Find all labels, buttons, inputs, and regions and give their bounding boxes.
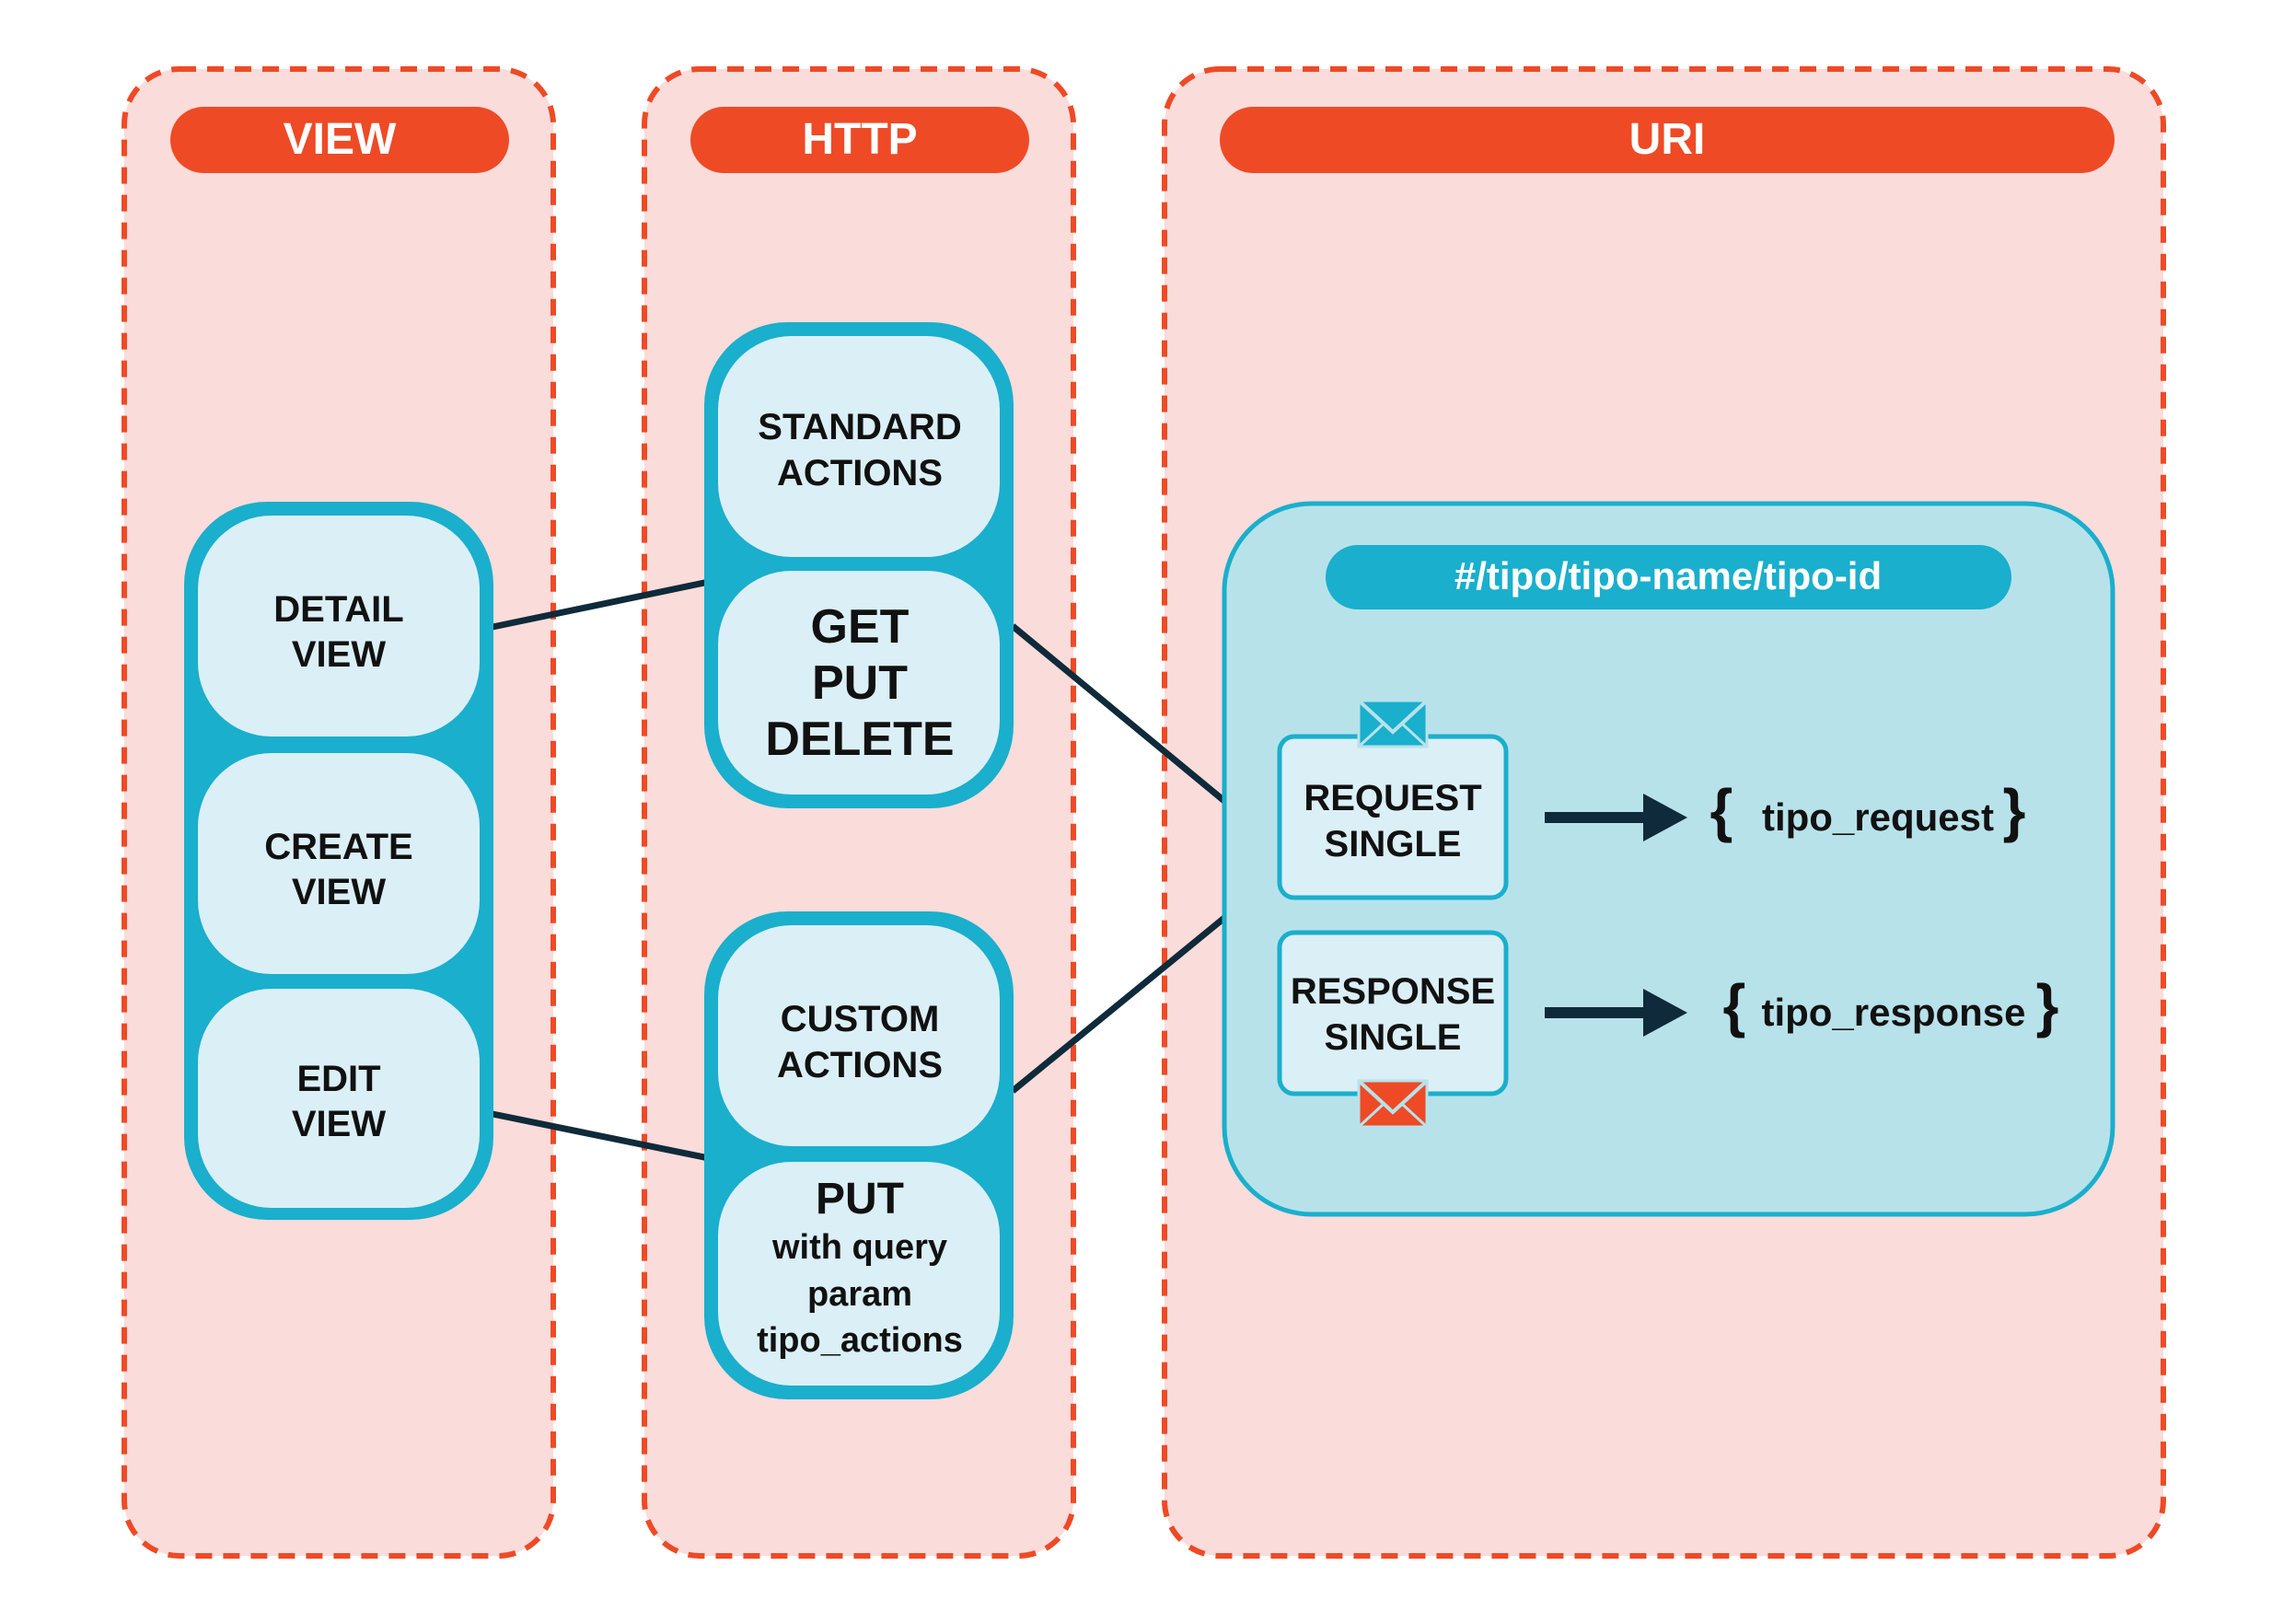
response-label-2: SINGLE — [1325, 1017, 1462, 1058]
tipo-request-label: tipo_request — [1762, 795, 1994, 839]
custom-method-put: PUT — [816, 1175, 904, 1224]
custom-method-cell[interactable] — [718, 1162, 1000, 1386]
connector-custom-to-uri — [1010, 915, 1227, 1094]
request-brace-open: { — [1710, 777, 1733, 843]
detail-view-cell[interactable] — [198, 516, 480, 737]
response-label-1: RESPONSE — [1291, 971, 1495, 1012]
connector-detail-to-standard — [492, 578, 710, 631]
view-header-pill — [170, 107, 509, 173]
create-view-cell[interactable] — [198, 753, 480, 974]
create-view-label-1: CREATE — [264, 827, 412, 867]
request-label-1: REQUEST — [1304, 778, 1481, 818]
uri-header-pill — [1220, 107, 2115, 173]
detail-view-label-2: VIEW — [292, 634, 386, 675]
response-envelope-icon — [1357, 1079, 1429, 1129]
request-envelope-icon — [1357, 699, 1429, 748]
edit-view-label-2: VIEW — [292, 1104, 386, 1144]
standard-actions-label-2: ACTIONS — [777, 453, 943, 493]
create-view-label-2: VIEW — [292, 872, 386, 912]
custom-method-detail-3: tipo_actions — [757, 1321, 963, 1360]
custom-actions-label-1: CUSTOM — [781, 999, 940, 1039]
response-single-box[interactable] — [1277, 930, 1509, 1096]
connector-standard-to-uri — [1010, 623, 1227, 804]
edit-view-cell[interactable] — [198, 989, 480, 1208]
method-get: GET — [811, 600, 910, 654]
view-header: VIEW — [284, 115, 397, 164]
uri-path: #/tipo/tipo-name/tipo-id — [1454, 554, 1882, 597]
custom-method-detail-1: with query — [771, 1228, 947, 1267]
method-delete: DELETE — [765, 713, 954, 766]
detail-view-label-1: DETAIL — [273, 589, 403, 630]
request-arrow-icon — [1545, 794, 1687, 841]
custom-actions-cell — [718, 925, 1000, 1146]
standard-actions-cell — [718, 336, 1000, 557]
request-brace-close: } — [2003, 777, 2026, 843]
uri-path-bar — [1326, 545, 2011, 609]
http-header-pill — [690, 107, 1029, 173]
response-arrow-icon — [1545, 989, 1687, 1037]
method-put: PUT — [812, 656, 908, 710]
uri-header: URI — [1629, 115, 1706, 164]
edit-view-label-1: EDIT — [296, 1059, 380, 1099]
response-brace-open: { — [1723, 972, 1746, 1038]
custom-actions-label-2: ACTIONS — [777, 1045, 943, 1085]
custom-method-detail-2: param — [807, 1275, 912, 1314]
tipo-response-label: tipo_response — [1761, 991, 2025, 1034]
standard-actions-label-1: STANDARD — [758, 407, 961, 447]
http-header: HTTP — [802, 115, 917, 164]
standard-methods-cell[interactable] — [718, 571, 1000, 795]
request-label-2: SINGLE — [1325, 824, 1462, 864]
response-brace-close: } — [2036, 972, 2059, 1038]
connector-edit-to-custom — [492, 1110, 710, 1162]
